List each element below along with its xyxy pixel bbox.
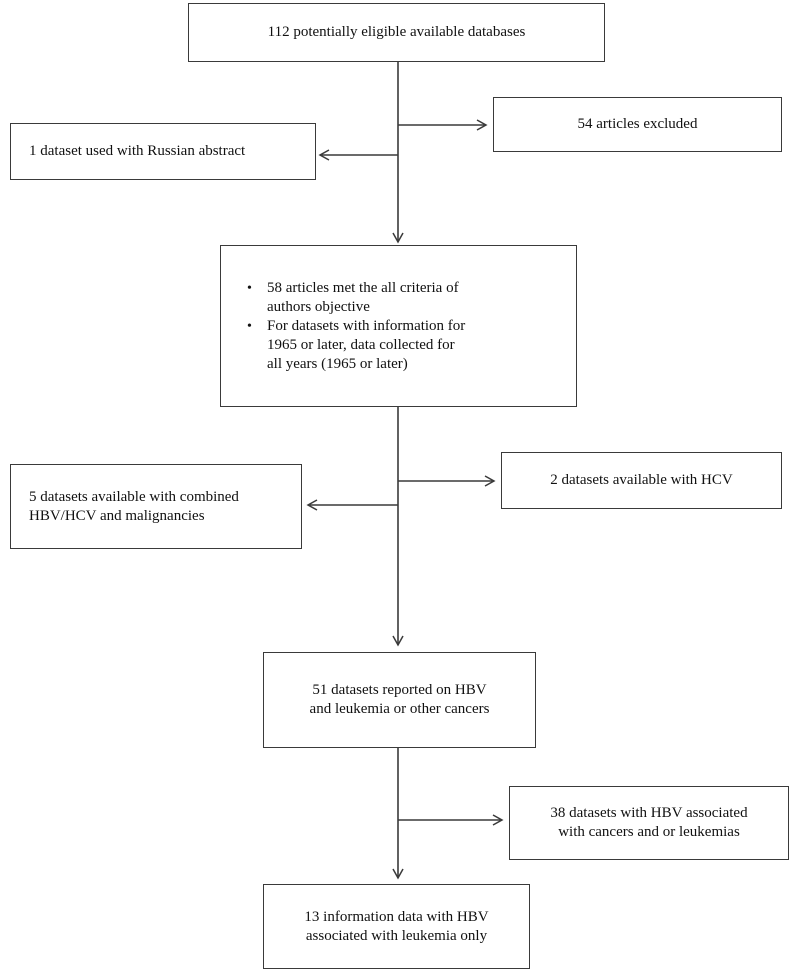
box-eligible-databases: 112 potentially eligible available datab… (188, 3, 605, 62)
databases-text: 112 potentially eligible available datab… (267, 24, 526, 40)
excluded-text: 54 articles excluded (577, 116, 698, 132)
russian-text: 1 dataset used with Russian abstract (29, 143, 246, 159)
box-hbv-associated: 38 datasets with HBV associated with can… (509, 786, 789, 860)
box-russian-abstract: 1 dataset used with Russian abstract (10, 123, 316, 180)
criteria-list: 58 articles met the all criteria of auth… (221, 279, 465, 374)
box-leukemia-only: 13 information data with HBV associated … (263, 884, 530, 969)
criteria-item: For datasets with information for 1965 o… (247, 317, 465, 374)
box-hcv: 2 datasets available with HCV (501, 452, 782, 509)
box-criteria: 58 articles met the all criteria of auth… (220, 245, 577, 407)
box-reported-hbv: 51 datasets reported on HBV and leukemia… (263, 652, 536, 748)
box-combined-hbv-hcv: 5 datasets available with combined HBV/H… (10, 464, 302, 549)
criteria-item: 58 articles met the all criteria of auth… (247, 279, 465, 317)
hcv-text: 2 datasets available with HCV (550, 472, 733, 488)
box-articles-excluded: 54 articles excluded (493, 97, 782, 152)
